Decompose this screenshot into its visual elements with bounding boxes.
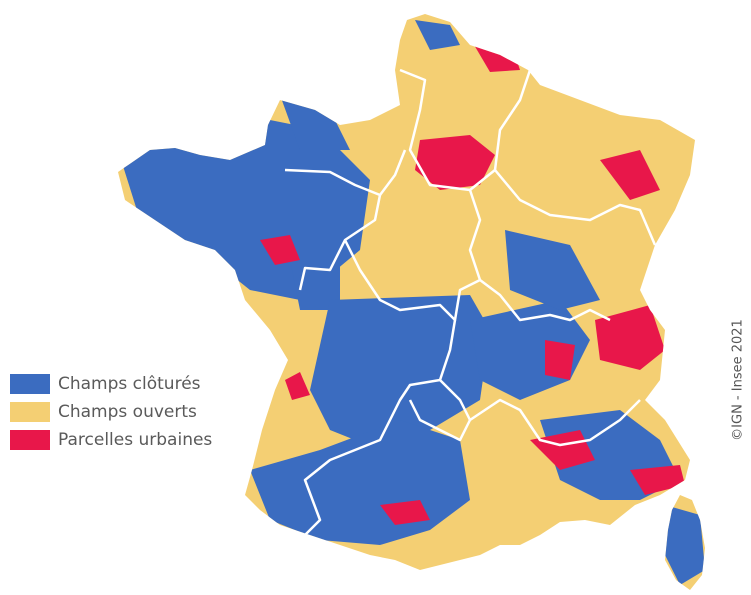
legend-swatch-blue: [10, 374, 50, 394]
legend-label: Parcelles urbaines: [58, 430, 213, 450]
legend-label: Champs clôturés: [58, 374, 201, 394]
legend-swatch-yellow: [10, 402, 50, 422]
legend-item-champs-clotures: Champs clôturés: [10, 370, 212, 398]
legend-label: Champs ouverts: [58, 402, 197, 422]
legend-swatch-red: [10, 430, 50, 450]
legend-item-parcelles-urbaines: Parcelles urbaines: [10, 426, 212, 454]
region-borders: [284, 68, 657, 541]
copyright-credit: ©IGN - Insee 2021: [730, 319, 746, 441]
legend: Champs clôturés Champs ouverts Parcelles…: [10, 370, 212, 454]
urban-parcels: [260, 38, 685, 525]
legend-item-champs-ouverts: Champs ouverts: [10, 398, 212, 426]
